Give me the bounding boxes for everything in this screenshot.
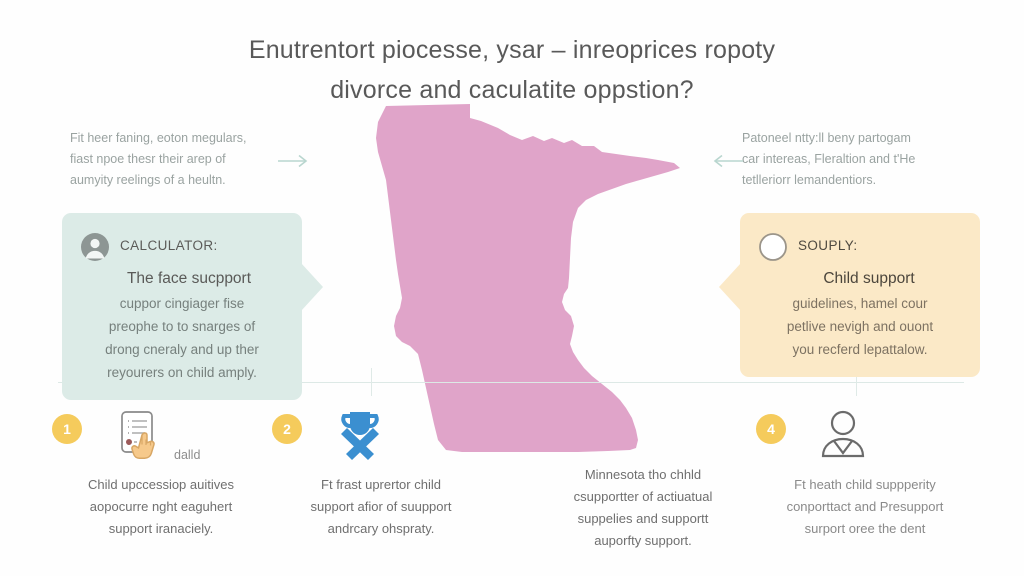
note-left-line-3: aumyity reelings of a heultn. xyxy=(70,173,226,187)
callout-right-tail xyxy=(719,263,741,311)
step-1-line-2: aopocurre nght eaguhert xyxy=(89,499,233,514)
arrow-right-icon xyxy=(277,152,311,170)
callout-left-lead: The face sucpport xyxy=(126,270,252,287)
step-item-4[interactable]: 4 Ft heath child suppperity conporttact … xyxy=(750,404,980,540)
callout-left-body-line-2: preophe to to snarges of xyxy=(108,319,256,334)
timeline-tick-3 xyxy=(856,368,857,396)
user-avatar-icon xyxy=(80,232,110,262)
arrow-left-icon xyxy=(710,152,744,170)
callout-right-body-line-2: petlive nevigh and ouont xyxy=(786,319,934,334)
callout-left-body-line-1: cuppor cingiager fise xyxy=(119,296,245,311)
step-2-visual: 2 xyxy=(266,404,496,466)
step-3-line-1: Minnesota tho chhld xyxy=(584,467,702,482)
step-4-text: Ft heath child suppperity conporttact an… xyxy=(750,474,980,540)
callout-left-tail xyxy=(301,263,323,311)
step-item-1[interactable]: 1 dalld Child upccessiop xyxy=(46,404,276,540)
page-title: Enutrentort piocesse, ysar – inreoprices… xyxy=(162,30,862,110)
step-1-visual: 1 dalld xyxy=(46,404,276,466)
step-2-line-1: Ft frast uprertor child xyxy=(321,477,441,492)
step-3-line-3: suppelies and supportt xyxy=(577,511,709,526)
document-hand-icon xyxy=(108,404,170,466)
step-2-line-3: andrcary ohspraty. xyxy=(327,521,435,536)
step-4-line-3: surport oree the dent xyxy=(804,521,926,536)
note-right-line-3: tetlleriorr lemandentiors. xyxy=(742,173,877,187)
callout-right-header: SOUPLY: xyxy=(758,231,962,262)
callout-left-body-line-3: drong cneraly and up ther xyxy=(105,342,259,357)
step-3-line-4: auporfty support. xyxy=(594,533,692,548)
step-1-text: Child upccessiop auitives aopocurre nght… xyxy=(46,474,276,540)
callout-right-body-line-3: you recferd lepattalow. xyxy=(792,342,928,357)
note-left-line-1: Fit heer faning, eoton megulars, xyxy=(70,131,247,145)
step-1-sublabel: dalld xyxy=(174,448,201,462)
minnesota-map-shape xyxy=(358,88,684,488)
step-2-text: Ft frast uprertor child support afior of… xyxy=(266,474,496,540)
callout-right-lead: Child support xyxy=(823,270,915,287)
callout-souply[interactable]: SOUPLY: Child support guidelines, hamel … xyxy=(719,213,980,377)
callout-left-label: CALCULATOR: xyxy=(120,238,218,253)
note-left: Fit heer faning, eoton megulars, fiast n… xyxy=(70,128,298,191)
step-1-line-3: support iranaciely. xyxy=(108,521,214,536)
callout-right-body-line-1: guidelines, hamel cour xyxy=(792,296,928,311)
step-3-line-2: csupportter of actiuatual xyxy=(573,489,713,504)
callout-right-body: guidelines, hamel cour petlive nevigh an… xyxy=(758,292,962,361)
step-2-number-badge: 2 xyxy=(272,414,302,444)
callout-left-body: cuppor cingiager fise preophe to to snar… xyxy=(80,292,284,384)
step-1-number-badge: 1 xyxy=(52,414,82,444)
step-4-visual: 4 xyxy=(750,404,980,466)
step-4-line-1: Ft heath child suppperity xyxy=(794,477,936,492)
callout-left-header: CALCULATOR: xyxy=(80,231,284,262)
step-item-2[interactable]: 2 Ft frast uprertor child support afior … xyxy=(266,404,496,540)
timeline-tick-2 xyxy=(371,368,372,396)
step-1-line-1: Child upccessiop auitives xyxy=(88,477,234,492)
note-left-line-2: fiast npoe thesr their arep of xyxy=(70,152,226,166)
step-item-3[interactable]: Minnesota tho chhld csupportter of actiu… xyxy=(528,404,758,552)
title-line-2: divorce and caculatite oppstion? xyxy=(330,76,694,104)
step-2-line-2: support afior of suupport xyxy=(310,499,452,514)
note-right-line-2: car intereas, Fleraltion and t'He xyxy=(742,152,916,166)
note-right-line-1: Patoneel ntty:ll beny partogam xyxy=(742,131,911,145)
timeline-rule xyxy=(58,382,964,383)
callout-calculator[interactable]: CALCULATOR: The face sucpport cuppor cin… xyxy=(62,213,323,400)
callout-right-label: SOUPLY: xyxy=(798,238,858,253)
step-4-line-2: conporttact and Presupport xyxy=(786,499,944,514)
circle-outline-icon xyxy=(758,232,788,262)
note-right: Patoneel ntty:ll beny partogam car inter… xyxy=(742,128,970,191)
callout-left-body-line-4: reyourers on child amply. xyxy=(107,365,257,380)
trophy-ribbon-icon xyxy=(328,404,390,466)
step-4-number-badge: 4 xyxy=(756,414,786,444)
title-line-1: Enutrentort piocesse, ysar – inreoprices… xyxy=(248,36,776,64)
person-outline-icon xyxy=(812,404,874,466)
step-3-text: Minnesota tho chhld csupportter of actiu… xyxy=(528,464,758,552)
